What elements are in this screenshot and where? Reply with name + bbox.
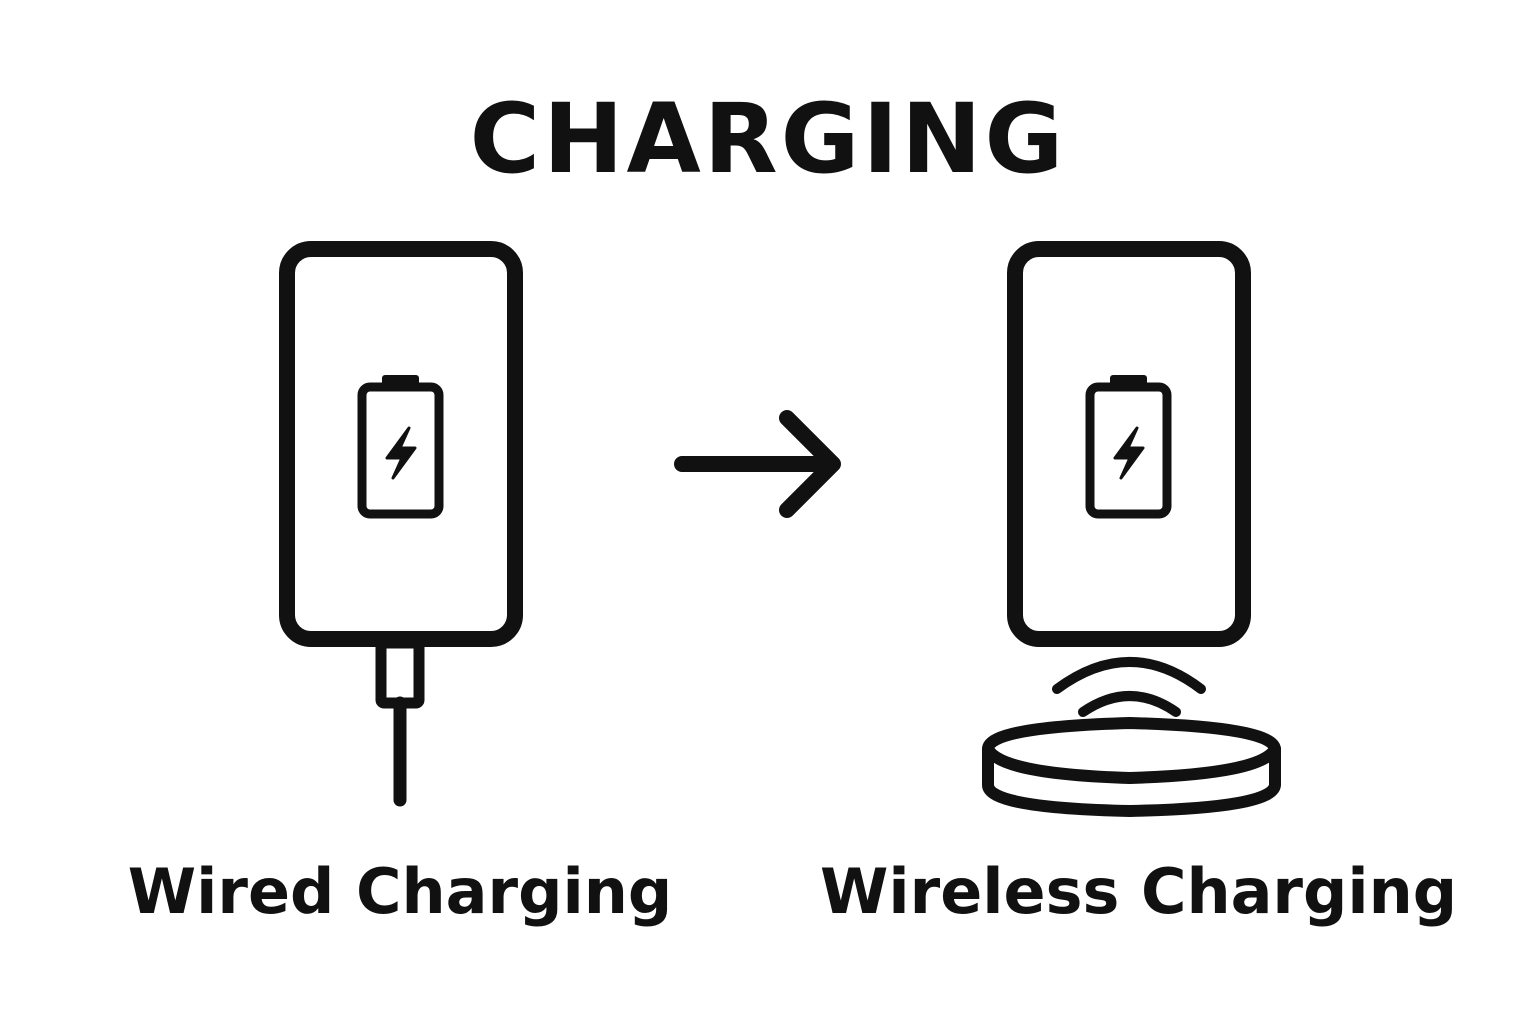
wireless-phone-body	[1007, 241, 1251, 647]
phone-with-cable-icon	[279, 241, 523, 807]
arrow-right-icon	[674, 410, 841, 518]
battery-charging-icon	[357, 375, 444, 519]
battery-charging-icon	[1085, 375, 1172, 519]
wired-charging-label: Wired Charging	[127, 855, 673, 928]
wireless-charging-label: Wireless Charging	[820, 855, 1458, 928]
cable-connector	[375, 637, 425, 709]
wireless-charging-pad	[982, 717, 1281, 817]
phone-on-wireless-pad-icon	[982, 241, 1281, 817]
wireless-signal-icon	[1052, 657, 1206, 717]
diagram-title: CHARGING	[469, 83, 1067, 195]
